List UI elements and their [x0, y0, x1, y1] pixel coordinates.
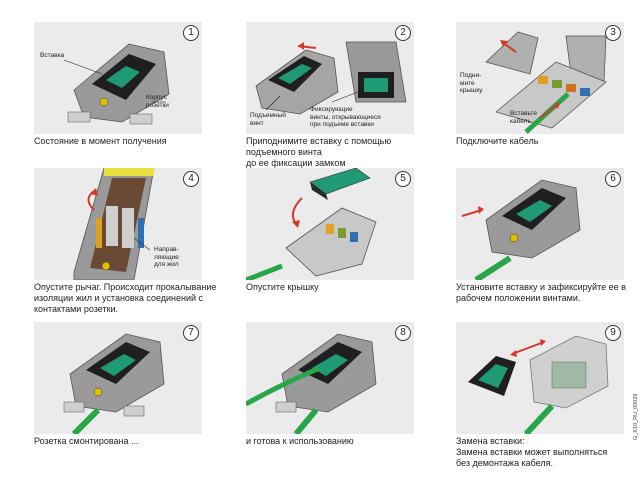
socket-assembly-illustration — [63, 43, 170, 125]
callout-lift-cover: Подни- мите крышку — [460, 72, 483, 94]
insert-replacement-illustration — [468, 335, 609, 434]
callout-insert: Вставка — [40, 52, 65, 59]
step-caption: Подключите кабель — [456, 136, 539, 146]
step-panel: Направ- ляющие для жил 4 — [34, 168, 202, 280]
step-panel: Подни- мите крышку Вставьте кабель 3 — [456, 22, 624, 134]
cable-connection-illustration — [485, 31, 607, 134]
step-panel: Вставка Корпус розетки 1 — [34, 22, 202, 134]
step-panel: 8 — [246, 322, 414, 434]
step-number-badge: 1 — [183, 25, 199, 41]
step-number-badge: 5 — [395, 171, 411, 187]
ready-to-use-illustration — [246, 333, 377, 434]
step-caption: Опустите крышку — [246, 282, 319, 292]
callout-wire-guides: Направ- ляющие для жил — [154, 246, 179, 268]
step-number-badge: 4 — [183, 171, 199, 187]
step-caption: Опустите рычаг. Происходит прокалывание … — [34, 282, 217, 314]
step-panel: 6 — [456, 168, 624, 280]
step-number-badge: 6 — [605, 171, 621, 187]
step-caption: Состояние в момент получения — [34, 136, 167, 146]
step-caption: Установите вставку и зафиксируйте ее в р… — [456, 282, 626, 303]
step-panel: 5 — [246, 168, 414, 280]
step-caption: и готова к использованию — [246, 436, 354, 446]
insert-lifting-illustration — [255, 41, 407, 115]
insert-install-illustration — [461, 179, 581, 280]
callout-socket-housing: Корпус розетки — [146, 94, 169, 109]
step-number-badge: 2 — [395, 25, 411, 41]
callout-fixing-screws: Фиксирующие винты, открывающиеся при под… — [310, 106, 381, 128]
step-caption: Розетка смонтирована ... — [34, 436, 139, 446]
callout-lifting-screw: Подъемный винт — [250, 112, 286, 127]
figure-code: G_K10_RU_00029 — [633, 393, 639, 440]
lever-down-illustration — [73, 168, 155, 280]
close-cover-illustration — [246, 168, 377, 280]
step-caption: Приподнимите вставку с помощью подъемног… — [246, 136, 392, 168]
step-number-badge: 7 — [183, 325, 199, 341]
callout-insert-cable: Вставьте кабель — [510, 110, 537, 125]
mounted-socket-illustration — [63, 333, 165, 434]
step-number-badge: 3 — [605, 25, 621, 41]
step-panel: Подъемный винт Фиксирующие винты, открыв… — [246, 22, 414, 134]
step-panel: 9 — [456, 322, 624, 434]
step-number-badge: 8 — [395, 325, 411, 341]
step-panel: 7 — [34, 322, 202, 434]
step-number-badge: 9 — [605, 325, 621, 341]
step-caption: Замена вставки: Замена вставки может вып… — [456, 436, 608, 468]
